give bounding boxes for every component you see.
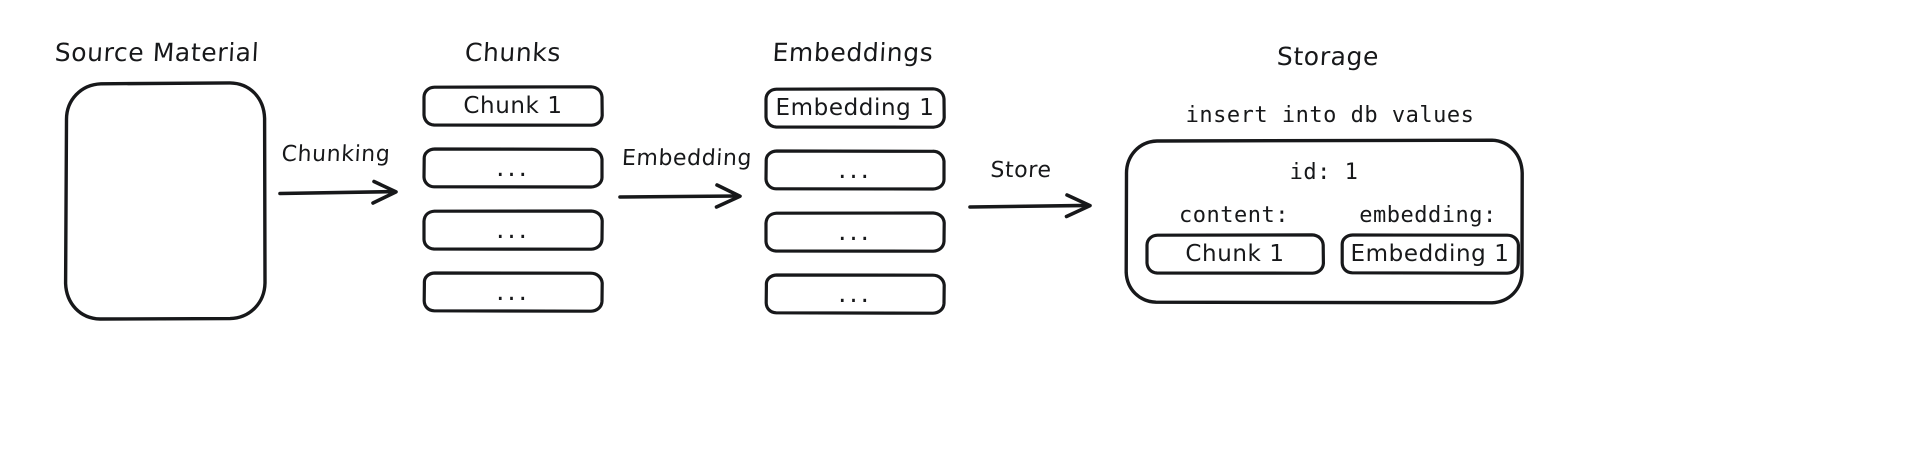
arrow-label-chunking: Chunking [280, 142, 392, 167]
embedding-box-4[interactable]: ... [762, 272, 948, 316]
storage-sql-caption: insert into db values [1185, 103, 1475, 128]
storage-field-value-embedding-box[interactable]: Embedding 1 [1338, 232, 1522, 276]
chunk-box-4[interactable]: ... [420, 270, 606, 314]
arrow-embeddings-to-storage [968, 190, 1100, 219]
arrow-source-to-chunks [278, 178, 406, 206]
storage-record-id: id: 1 [1289, 160, 1359, 185]
arrow-chunks-to-embeddings [618, 180, 750, 209]
column-title-source-material: Source Material [54, 38, 260, 67]
storage-field-value-content-box[interactable]: Chunk 1 [1143, 232, 1327, 276]
chunk-box-3[interactable]: ... [420, 208, 606, 252]
source-material-box [60, 78, 270, 324]
storage-field-key-embedding: embedding: [1359, 203, 1497, 228]
embedding-box-2[interactable]: ... [762, 148, 948, 192]
chunk-box-1[interactable]: Chunk 1 [420, 84, 606, 128]
chunk-box-2[interactable]: ... [420, 146, 606, 190]
embedding-box-1[interactable]: Embedding 1 [762, 86, 948, 130]
column-title-storage: Storage [1276, 42, 1380, 71]
arrow-label-embedding: Embedding [621, 146, 753, 171]
column-title-embeddings: Embeddings [771, 38, 935, 67]
embedding-box-3[interactable]: ... [762, 210, 948, 254]
arrow-label-store: Store [989, 158, 1053, 183]
column-title-chunks: Chunks [464, 38, 562, 67]
storage-field-key-content: content: [1179, 203, 1289, 228]
